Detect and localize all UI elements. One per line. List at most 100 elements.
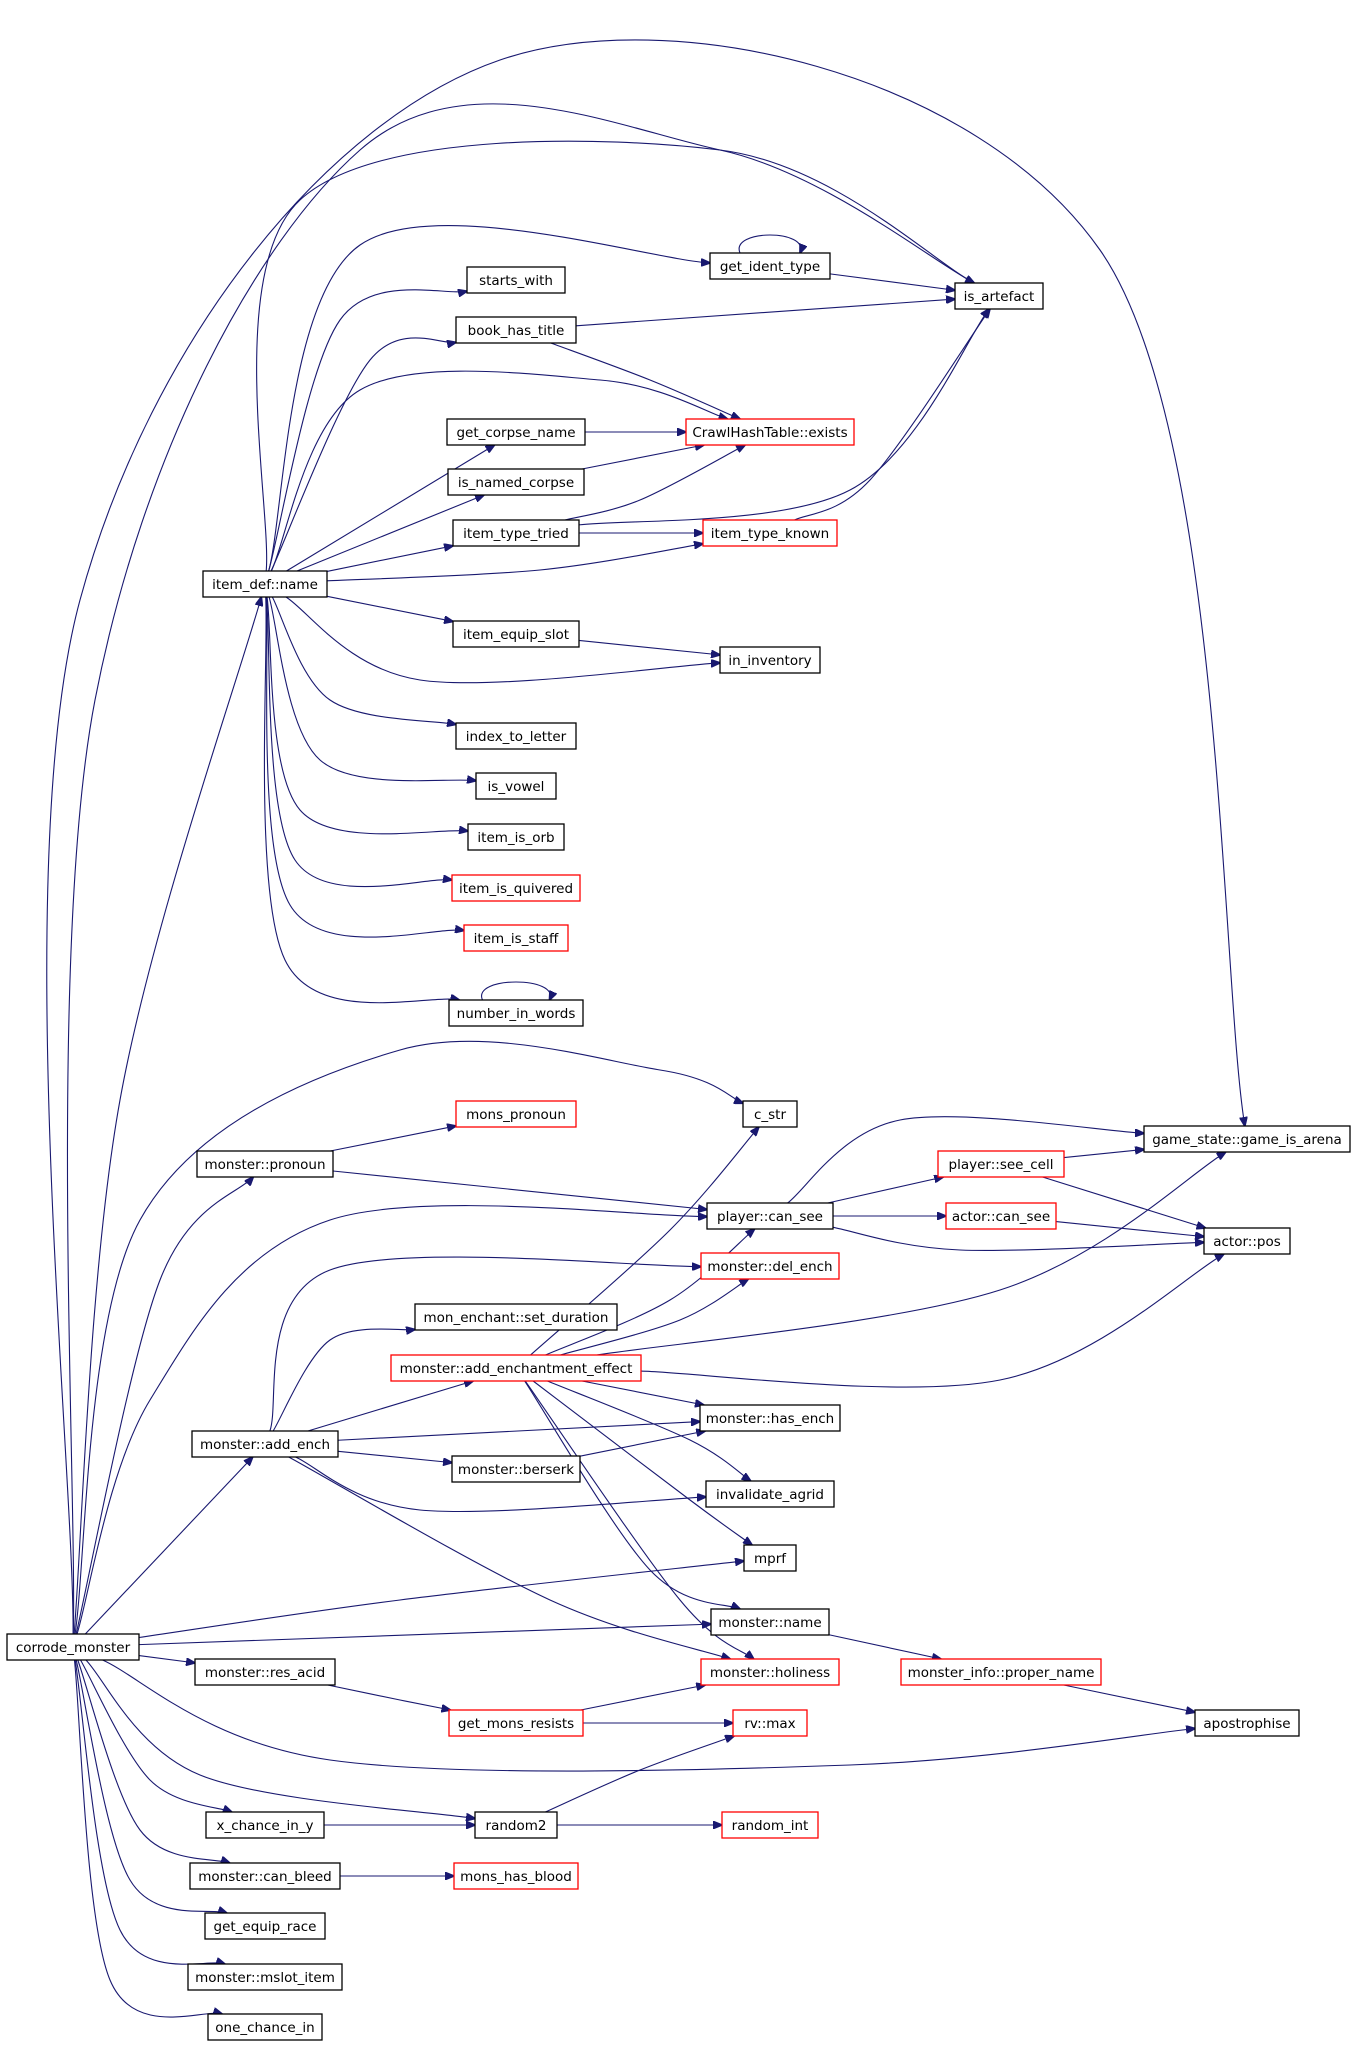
nodes-layer: corrode_monster item_def::name starts_with… (6, 252, 1351, 2041)
node-apostrophise[interactable]: apostrophise (1194, 1709, 1300, 1737)
node-random2[interactable]: random2 (474, 1811, 558, 1839)
node-game-is-arena[interactable]: game_state::game_is_arena (1143, 1125, 1351, 1153)
node-label: get_ident_type (720, 259, 820, 275)
node-actor-can-see[interactable]: actor::can_see (945, 1202, 1057, 1230)
edge-monster_add_enchantment_effect-to-player_can_see (545, 1229, 754, 1356)
node-label: invalidate_agrid (716, 1487, 824, 1503)
edge-corrode_monster-to-monster_mslot_item (74, 1659, 225, 1964)
node-box (463, 924, 569, 952)
edge-corrode_monster-to-random2 (85, 1659, 475, 1819)
node-label: in_inventory (728, 653, 811, 669)
node-x-chance-in-y[interactable]: x_chance_in_y (205, 1811, 325, 1839)
node-item-type-tried[interactable]: item_type_tried (452, 519, 580, 547)
edge-monster_add_enchantment_effect-to-monster_has_ench (581, 1380, 704, 1405)
edge-corrode_monster-to-monster_name (138, 1624, 711, 1646)
node-monster-has-ench[interactable]: monster::has_ench (699, 1404, 841, 1432)
node-get-ident-type[interactable]: get_ident_type (709, 252, 831, 280)
edge-monster_add_enchantment_effect-to-monster_del_ench (560, 1279, 748, 1356)
node-monster-holiness[interactable]: monster::holiness (700, 1658, 840, 1686)
node-monster-add-ench[interactable]: monster::add_ench (191, 1430, 339, 1458)
edge-corrode_monster-to-monster_pronoun (75, 1177, 253, 1635)
node-is-vowel[interactable]: is_vowel (475, 772, 557, 800)
node-label: is_named_corpse (458, 475, 574, 491)
node-item-type-known[interactable]: item_type_known (702, 519, 838, 547)
node-mons-pronoun[interactable]: mons_pronoun (455, 1100, 577, 1128)
node-monster-name[interactable]: monster::name (710, 1608, 830, 1636)
node-book-has-title[interactable]: book_has_title (455, 316, 577, 344)
node-rv-max[interactable]: rv::max (732, 1709, 808, 1737)
node-box (467, 823, 565, 851)
node-label: monster::del_ench (707, 1259, 832, 1275)
node-box (709, 252, 831, 280)
node-item-def-name[interactable]: item_def::name (202, 570, 328, 598)
node-actor-pos[interactable]: actor::pos (1203, 1227, 1291, 1255)
edge-monster_add_enchantment_effect-to-monster_holiness (524, 1380, 754, 1659)
node-invalidate-agrid[interactable]: invalidate_agrid (705, 1480, 835, 1508)
node-monster-res-acid[interactable]: monster::res_acid (194, 1658, 336, 1686)
node-box (1194, 1709, 1300, 1737)
node-label: monster::mslot_item (195, 1970, 335, 1986)
node-mon-enchant-set-duration[interactable]: mon_enchant::set_duration (414, 1303, 618, 1331)
node-starts-with[interactable]: starts_with (466, 266, 566, 294)
edge-monster_res_acid-to-get_mons_resists (327, 1684, 451, 1710)
node-index-to-letter[interactable]: index_to_letter (455, 722, 577, 750)
node-box (721, 1811, 819, 1839)
node-label: item_type_known (711, 526, 829, 542)
node-random-int[interactable]: random_int (721, 1811, 819, 1839)
node-player-see-cell[interactable]: player::see_cell (937, 1150, 1065, 1178)
node-label: is_artefact (964, 289, 1035, 305)
node-is-artefact[interactable]: is_artefact (954, 282, 1044, 310)
node-monster-pronoun[interactable]: monster::pronoun (196, 1150, 334, 1178)
node-item-equip-slot[interactable]: item_equip_slot (452, 620, 580, 648)
edge-player_can_see-to-game_is_arena (787, 1116, 1144, 1204)
node-box (699, 1404, 841, 1432)
node-label: rv::max (744, 1716, 795, 1732)
node-label: apostrophise (1203, 1716, 1290, 1732)
node-monster-berserk[interactable]: monster::berserk (451, 1455, 581, 1483)
edge-corrode_monster-to-game_is_arena (46, 39, 1245, 1635)
node-mprf[interactable]: mprf (743, 1544, 797, 1572)
node-one-chance-in[interactable]: one_chance_in (207, 2013, 323, 2041)
node-label: item_is_orb (477, 830, 554, 846)
edge-monster_add_ench-to-monster_del_ench (269, 1256, 701, 1432)
node-get-equip-race[interactable]: get_equip_race (204, 1912, 326, 1940)
node-monster-del-ench[interactable]: monster::del_ench (700, 1252, 840, 1280)
node-mons-has-blood[interactable]: mons_has_blood (453, 1862, 579, 1890)
node-crawlhashtable-exists[interactable]: CrawlHashTable::exists (685, 418, 855, 446)
edge-monster_add_ench-to-invalidate_agrid (295, 1456, 706, 1513)
node-in-inventory[interactable]: in_inventory (719, 646, 821, 674)
node-number-in-words[interactable]: number_in_words (448, 999, 584, 1027)
node-monster-add-enchantment-effect[interactable]: monster::add_enchantment_effect (390, 1354, 642, 1382)
node-box (390, 1354, 642, 1382)
node-item-is-quivered[interactable]: item_is_quivered (451, 874, 581, 902)
edge-item_def_name-to-in_inventory (285, 596, 720, 684)
node-monster-can-bleed[interactable]: monster::can_bleed (189, 1862, 341, 1890)
edge-item_def_name-to-is_vowel (268, 596, 476, 781)
node-item-is-orb[interactable]: item_is_orb (467, 823, 565, 851)
node-monster-mslot-item[interactable]: monster::mslot_item (187, 1963, 343, 1991)
node-label: x_chance_in_y (216, 1818, 313, 1834)
node-is-named-corpse[interactable]: is_named_corpse (447, 468, 585, 496)
edge-monster_pronoun-to-player_can_see (332, 1170, 707, 1210)
edge-player_can_see-to-player_see_cell (827, 1177, 944, 1204)
node-player-can-see[interactable]: player::can_see (706, 1202, 834, 1230)
node-monster-info-proper-name[interactable]: monster_info::proper_name (900, 1658, 1102, 1686)
node-label: number_in_words (457, 1006, 576, 1022)
node-box (191, 1430, 339, 1458)
node-box (700, 1658, 840, 1686)
edge-monster_add_ench-to-mon_enchant_set_duration (272, 1329, 415, 1432)
edge-corrode_monster-to-get_equip_race (75, 1659, 227, 1913)
edge-get_mons_resists-to-monster_holiness (580, 1685, 706, 1711)
edge-corrode_monster-to-monster_can_bleed (77, 1659, 230, 1863)
edge-item_def_name-to-item_is_quivered (265, 596, 452, 888)
node-get-mons-resists[interactable]: get_mons_resists (448, 1709, 584, 1737)
node-item-is-staff[interactable]: item_is_staff (463, 924, 569, 952)
edge-corrode_monster-to-x_chance_in_y (80, 1659, 232, 1812)
edge-item_def_name-to-is_named_corpse (296, 495, 484, 572)
node-corrode-monster: corrode_monster (6, 1633, 140, 1661)
node-get-corpse-name[interactable]: get_corpse_name (446, 418, 586, 446)
node-label: actor::can_see (952, 1209, 1050, 1225)
node-c-str[interactable]: c_str (742, 1100, 798, 1128)
edge-monster_info_proper_name-to-apostrophise (1063, 1684, 1195, 1712)
edge-item_def_name-to-item_is_staff (265, 596, 464, 938)
